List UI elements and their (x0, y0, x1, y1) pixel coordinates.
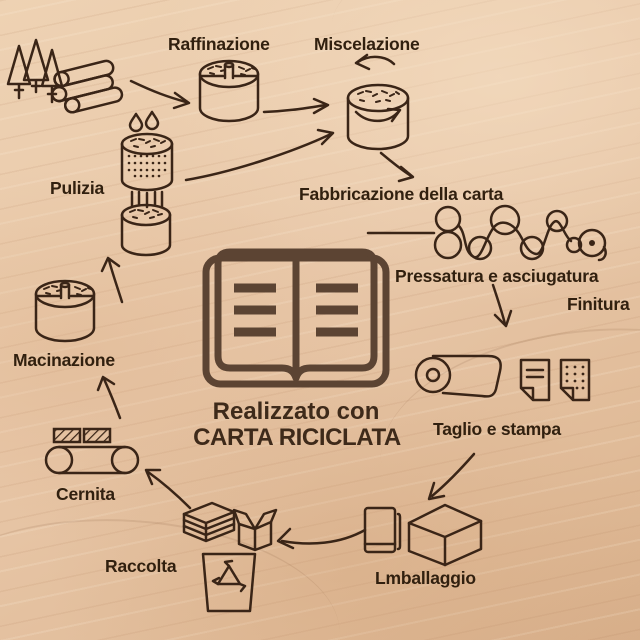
arrow-raffinazione-to-miscelazione (262, 97, 340, 120)
strainer-icon (118, 110, 176, 212)
pulp-cylinder-icon (118, 200, 174, 260)
center-title-line1: Realizzato con (212, 398, 380, 425)
arrow-imballaggio-to-raccolta (270, 522, 368, 554)
label-finitura: Finitura (567, 294, 630, 314)
cardboard-box-icon (404, 500, 486, 568)
label-pulizia: Pulizia (50, 178, 105, 198)
arrow-cernita-to-macinazione (96, 374, 126, 422)
center-title-line2: CARTA RICICLATA (193, 424, 401, 451)
arrow-logs-to-raffinazione (128, 78, 196, 110)
arrow-pressatura-to-taglio (486, 282, 518, 332)
label-cernita: Cernita (56, 484, 115, 504)
label-raffinazione: Raffinazione (168, 34, 270, 54)
open-book-icon (196, 236, 396, 396)
paper-machine-rollers-icon (366, 202, 622, 266)
conveyor-belt-icon (42, 426, 142, 476)
grinder-icon (196, 58, 262, 124)
paper-ream-icon (362, 506, 404, 558)
arrow-taglio-to-imballaggio (422, 450, 478, 504)
paper-roll-icon (412, 350, 508, 416)
grinder-icon (32, 278, 98, 344)
printed-sheets-icon (518, 358, 592, 410)
label-miscelazione: Miscelazione (314, 34, 420, 54)
recycle-bin-icon (200, 552, 258, 614)
arrow-miscelazione-to-fabbricazione (378, 150, 422, 186)
label-taglio: Taglio e stampa (433, 419, 561, 439)
logs-icon (50, 59, 126, 118)
label-imballaggio: Lmballaggio (375, 568, 476, 588)
arrow-raccolta-to-cernita (138, 464, 194, 512)
label-pressatura: Pressatura e asciugatura (395, 266, 599, 286)
label-fabbricazione: Fabbricazione della carta (299, 184, 504, 204)
label-raccolta: Raccolta (105, 556, 177, 576)
arrow-macinazione-to-pulizia (100, 254, 128, 306)
mixer-tank-icon (342, 53, 414, 154)
open-box-icon (232, 500, 278, 554)
label-macinazione: Macinazione (13, 350, 115, 370)
arrow-pulizia-to-miscelazione (183, 126, 341, 186)
